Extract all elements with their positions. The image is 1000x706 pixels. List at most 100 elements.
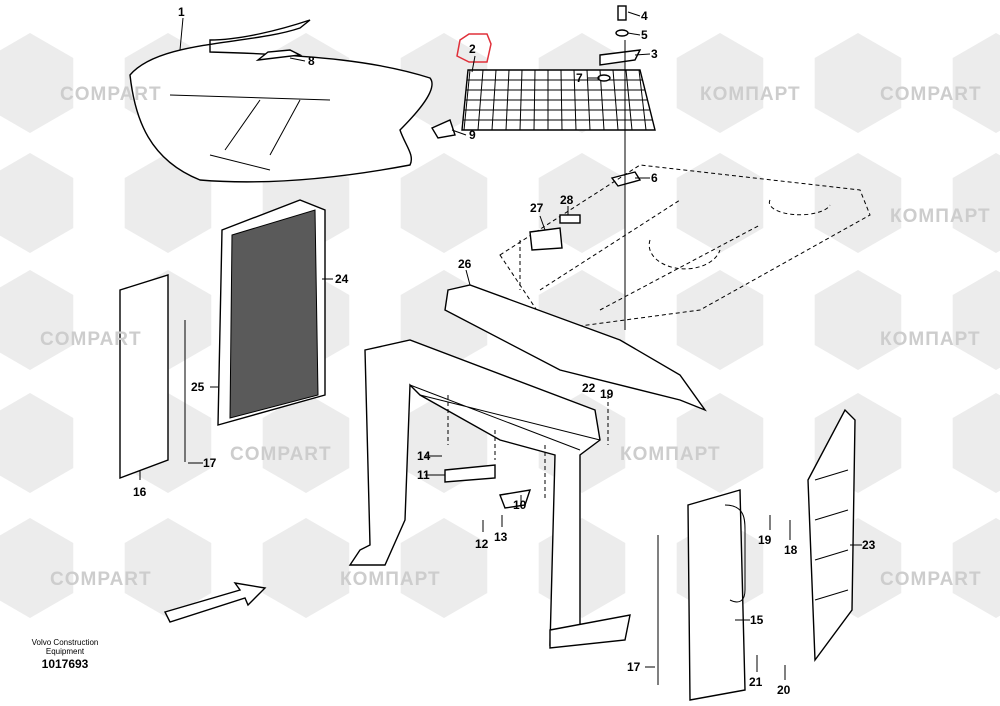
watermark-logo bbox=[952, 270, 1000, 370]
watermark-logo bbox=[262, 393, 350, 493]
callout[interactable]: 18 bbox=[784, 543, 798, 557]
watermark-logo bbox=[676, 153, 764, 253]
watermark-logo bbox=[0, 153, 74, 253]
publisher-line1: Volvo Construction bbox=[31, 638, 99, 647]
part-nut-plate bbox=[610, 171, 642, 187]
callout[interactable]: 28 bbox=[560, 193, 574, 207]
watermark-text: COMPART bbox=[880, 84, 982, 105]
watermark-logo bbox=[814, 270, 902, 370]
part-screw bbox=[559, 214, 581, 224]
callout[interactable]: 13 bbox=[494, 530, 508, 544]
watermark-logo bbox=[0, 33, 74, 133]
part-washer bbox=[615, 29, 629, 37]
part-plate bbox=[599, 49, 642, 66]
watermark-logo bbox=[0, 270, 74, 370]
callout[interactable]: 5 bbox=[641, 28, 648, 42]
callout[interactable]: 1 bbox=[178, 5, 185, 19]
part-small-bracket bbox=[499, 489, 532, 509]
part-crossbeam bbox=[444, 284, 707, 412]
watermark-text-layer: COMPART КОМПАРТ COMPART КОМПАРТ COMPART КОМПА… bbox=[40, 84, 991, 590]
callout[interactable]: 20 bbox=[777, 683, 791, 697]
watermark-logo bbox=[952, 518, 1000, 618]
callout[interactable]: 26 bbox=[458, 257, 472, 271]
watermark-logo bbox=[814, 33, 902, 133]
watermark-logo bbox=[676, 270, 764, 370]
watermark-logo bbox=[0, 518, 74, 618]
callout[interactable]: 4 bbox=[641, 9, 648, 23]
illustration-number: 1017693 bbox=[41, 657, 89, 671]
callout[interactable]: 8 bbox=[308, 54, 315, 68]
callout[interactable]: 9 bbox=[469, 128, 476, 142]
watermark-text: КОМПАРТ bbox=[620, 444, 721, 465]
watermark-logo bbox=[124, 518, 212, 618]
part-lower-bracket bbox=[444, 464, 496, 483]
part-grid bbox=[461, 69, 656, 131]
watermark-logo bbox=[676, 393, 764, 493]
watermark-text: КОМПАРТ bbox=[890, 206, 991, 227]
watermark-logo bbox=[0, 393, 74, 493]
watermark-logo bbox=[952, 393, 1000, 493]
callout[interactable]: 6 bbox=[651, 171, 658, 185]
watermark-text: COMPART bbox=[230, 444, 332, 465]
highlight-hexagon bbox=[456, 33, 492, 63]
part-bracket bbox=[255, 49, 303, 61]
part-side-grille-right bbox=[807, 408, 856, 663]
callout[interactable]: 10 bbox=[513, 498, 527, 512]
watermark-text: КОМПАРТ bbox=[700, 84, 801, 105]
drawing bbox=[119, 5, 871, 701]
callout[interactable]: 21 bbox=[749, 675, 763, 689]
main-frame-foot bbox=[549, 614, 631, 649]
callout[interactable]: 23 bbox=[862, 538, 876, 552]
dashed-straps bbox=[447, 240, 609, 500]
callout[interactable]: 16 bbox=[133, 485, 147, 499]
callout[interactable]: 14 bbox=[417, 449, 431, 463]
side-grille-right-slats bbox=[814, 469, 849, 601]
callout[interactable]: 19 bbox=[600, 387, 614, 401]
watermark-text: COMPART bbox=[880, 569, 982, 590]
callout[interactable]: 17 bbox=[203, 456, 217, 470]
watermark-logo bbox=[400, 153, 488, 253]
watermark-logo bbox=[262, 518, 350, 618]
direction-arrow bbox=[163, 582, 267, 623]
publisher-line2: Equipment bbox=[45, 647, 85, 656]
grid-mesh bbox=[463, 69, 653, 131]
callout[interactable]: 17 bbox=[627, 660, 641, 674]
watermark-logo bbox=[952, 153, 1000, 253]
part-bolt bbox=[617, 5, 627, 21]
callout[interactable]: 19 bbox=[758, 533, 772, 547]
callout[interactable]: 11 bbox=[417, 468, 430, 482]
callout[interactable]: 24 bbox=[335, 272, 349, 286]
watermark-logo bbox=[814, 153, 902, 253]
callout[interactable]: 25 bbox=[191, 380, 205, 394]
side-grille-mesh bbox=[229, 209, 319, 419]
watermark-logo bbox=[400, 518, 488, 618]
watermark-logo bbox=[952, 33, 1000, 133]
part-side-panel bbox=[119, 274, 169, 480]
door-handle bbox=[724, 504, 746, 603]
watermark-text: COMPART bbox=[60, 84, 162, 105]
watermark-text: COMPART bbox=[50, 569, 152, 590]
callout[interactable]: 27 bbox=[530, 201, 544, 215]
watermark-logo bbox=[124, 153, 212, 253]
watermark-text: КОМПАРТ bbox=[880, 329, 981, 350]
callout-highlighted[interactable]: 2 bbox=[469, 42, 476, 56]
watermark-text: COMPART bbox=[40, 329, 142, 350]
dashed-frame-outline bbox=[499, 164, 871, 331]
part-main-frame bbox=[348, 339, 601, 646]
hood-seam-lines bbox=[169, 94, 331, 171]
callout[interactable]: 12 bbox=[475, 537, 489, 551]
part-mount-bracket bbox=[529, 227, 563, 251]
part-hood bbox=[129, 19, 433, 183]
callout[interactable]: 3 bbox=[651, 47, 658, 61]
leader-lines bbox=[139, 11, 862, 680]
callout-labels: 1 8 2 4 5 3 7 9 6 28 27 26 24 25 22 19 1… bbox=[133, 5, 876, 697]
watermark-text: КОМПАРТ bbox=[340, 569, 441, 590]
callout[interactable]: 7 bbox=[576, 71, 583, 85]
part-door-panel bbox=[687, 489, 746, 701]
callout[interactable]: 22 bbox=[582, 381, 596, 395]
callout[interactable]: 15 bbox=[750, 613, 764, 627]
part-clip bbox=[430, 119, 456, 139]
watermark-logo bbox=[676, 33, 764, 133]
